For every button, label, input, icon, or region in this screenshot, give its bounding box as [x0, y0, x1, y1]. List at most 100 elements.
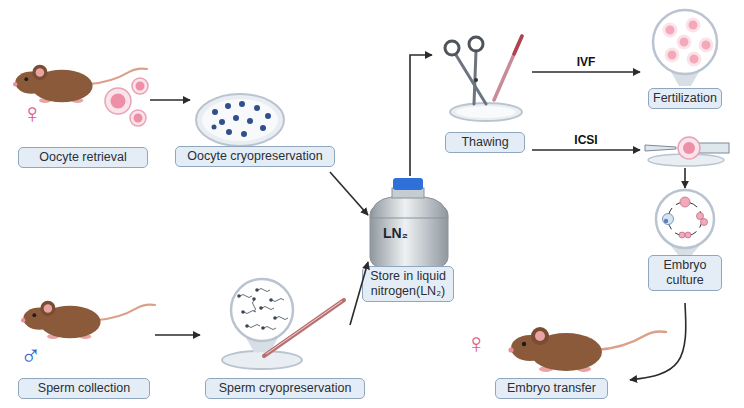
- sperm-tails: [240, 289, 288, 330]
- tank-label: LN₂: [383, 226, 408, 240]
- step-node: Oocyte retrieval: [8, 60, 150, 172]
- step-node: Embryo transfer: [490, 330, 630, 402]
- magnifier-lens: [653, 10, 717, 74]
- dish-rim: [450, 103, 522, 121]
- blastocyst-mass: [664, 219, 668, 223]
- dish-rim: [196, 94, 284, 146]
- embryo: [679, 232, 685, 238]
- edge-label: IVF: [577, 55, 596, 69]
- mouse-illustration: [21, 301, 155, 339]
- flow-arrow: [155, 334, 200, 336]
- injection-pipette: [645, 145, 676, 151]
- flow-arrow: [350, 262, 368, 325]
- scissor-blade: [456, 55, 486, 104]
- straw-highlight: [266, 301, 342, 354]
- scissor-handle: [469, 37, 483, 51]
- embryo: [680, 197, 690, 207]
- nitrogen-tank: [370, 178, 448, 267]
- flow-arrow: [684, 168, 686, 188]
- oocyte-dot: [239, 101, 245, 107]
- flow-arrow: [532, 71, 640, 73]
- thawing-tools: [445, 36, 522, 121]
- step-label: Oocyte cryopreservation: [175, 146, 335, 167]
- step-label: Store in liquid nitrogen(LN₂): [362, 266, 454, 302]
- oocyte: [700, 39, 712, 51]
- oocyte-dot: [219, 119, 225, 125]
- oocyte-dot: [226, 129, 232, 135]
- oocyte: [132, 78, 148, 94]
- oocyte: [678, 36, 690, 48]
- oocyte-dot: [241, 131, 247, 137]
- flow-arrow: [150, 99, 190, 101]
- sex-symbol: ♀: [466, 330, 487, 358]
- holding-pipette: [699, 143, 729, 153]
- straw: [494, 36, 522, 100]
- step-label: Thawing: [445, 132, 525, 153]
- step-node: Oocyte cryopreservation: [190, 78, 340, 172]
- oocyte-core: [683, 142, 695, 154]
- dish-base: [202, 99, 278, 141]
- step-label: Sperm cryopreservation: [205, 378, 365, 399]
- embryo-culture-view: [656, 190, 714, 256]
- step-label: Sperm collection: [18, 378, 150, 399]
- flow-arrow: [630, 303, 686, 380]
- sperm-heads: [237, 288, 277, 330]
- magnifier-lens: [231, 279, 293, 341]
- oocyte-dot: [247, 118, 253, 124]
- blastocyst: [663, 214, 674, 225]
- oocyte-dot: [254, 105, 260, 111]
- step-node: Thawing: [432, 28, 532, 153]
- step-node: Sperm collection: [5, 290, 155, 400]
- step-label: Embryo transfer: [495, 378, 608, 399]
- tank-shoulder: [370, 197, 448, 218]
- straw: [264, 300, 344, 356]
- sperm-view: [222, 279, 344, 369]
- mouse-illustration: [508, 327, 666, 372]
- oocyte-core: [134, 114, 143, 123]
- oocyte-dot: [265, 113, 271, 119]
- sex-symbol: ♀: [22, 100, 43, 128]
- step-node: Embryo culture: [640, 188, 730, 303]
- dish-rim: [222, 351, 302, 369]
- fertilization-view: [653, 10, 717, 86]
- icsi-view: [645, 137, 729, 166]
- step-label: Oocyte retrieval: [18, 147, 148, 168]
- oocyte-core: [136, 82, 145, 91]
- tank-cap: [393, 178, 423, 190]
- magnifier-lens: [656, 190, 714, 248]
- oocyte-dot: [260, 125, 266, 131]
- step-node: Store in liquid nitrogen(LN₂): [368, 176, 448, 302]
- dish-base: [456, 106, 516, 118]
- flow-arrow: [532, 149, 640, 151]
- flow-arrow: [330, 172, 368, 215]
- embryo: [701, 219, 708, 226]
- oocyte: [678, 137, 700, 159]
- oocyte: [105, 88, 131, 114]
- scissor-handle: [445, 41, 459, 55]
- oocyte: [687, 19, 699, 31]
- scissor-pivot: [474, 78, 478, 82]
- edge-label: ICSI: [574, 133, 597, 147]
- scissor-blade: [474, 51, 476, 104]
- oocyte-dot: [225, 103, 231, 109]
- oocyte: [664, 24, 676, 36]
- step-label: Embryo culture: [648, 255, 722, 291]
- flow-arrow: [410, 55, 432, 176]
- oocyte: [130, 110, 146, 126]
- step-label: Fertilization: [648, 88, 722, 109]
- oocyte-core: [111, 94, 126, 109]
- oocyte: [666, 49, 678, 61]
- sex-symbol: ♂: [20, 342, 41, 370]
- embryo: [685, 232, 691, 238]
- step-node: Sperm cryopreservation: [200, 285, 350, 400]
- petri-dish: [196, 94, 284, 146]
- oocyte-group: [105, 78, 148, 126]
- step-node: Fertilization: [640, 8, 730, 168]
- oocyte-dot: [233, 115, 239, 121]
- straw-tip: [514, 36, 522, 54]
- oocyte: [688, 53, 700, 65]
